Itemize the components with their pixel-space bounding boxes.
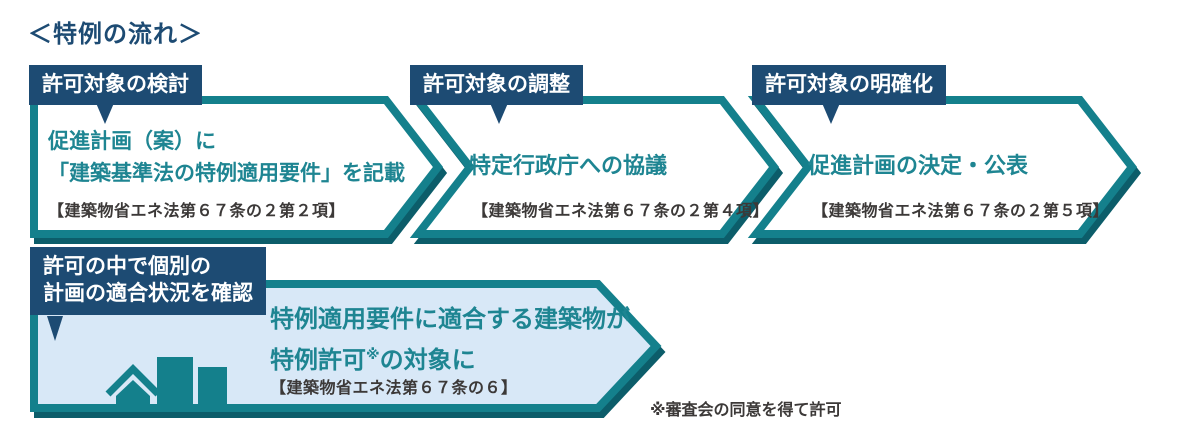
step1-arrow-shape (30, 96, 444, 238)
step1-label-tab: 許可対象の検討 (29, 65, 202, 106)
step1-tab-pointer (96, 103, 114, 124)
result-tab-line2: 計画の適合状況を確認 (43, 282, 253, 306)
step1-main-line1: 促進計画（案）に (48, 130, 216, 153)
result-label-tab: 許可の中で個別の 計画の適合状況を確認 (30, 247, 266, 315)
step2-label-tab: 許可対象の調整 (410, 65, 583, 106)
short-building-icon (198, 367, 227, 408)
house-and-buildings-icon (105, 357, 227, 408)
step1-main-text: 促進計画（案）に 「建築基準法の特例適用要件」を記載 (48, 126, 405, 190)
result-main-line2-post: の対象に (379, 347, 476, 374)
step2-main-text: 特定行政庁への協議 (469, 153, 668, 178)
step3-tab-pointer (822, 103, 840, 124)
step3-law-reference: 【建築物省エネ法第６７条の２第５項】 (812, 203, 1110, 220)
result-main-line2: 特例許可※の対象に (270, 337, 630, 378)
result-main-text: 特例適用要件に適合する建築物が 特例許可※の対象に (270, 303, 630, 378)
result-tab-line1: 許可の中で個別の (43, 255, 211, 278)
step3-main-text: 促進計画の決定・公表 (808, 153, 1029, 178)
result-main-line2-pre: 特例許可 (270, 347, 366, 374)
step1-main-line2: 「建築基準法の特例適用要件」を記載 (48, 162, 405, 185)
step3-label-tab: 許可対象の明確化 (752, 65, 946, 106)
step3-arrow-shape (747, 96, 1138, 238)
tall-building-icon (157, 357, 193, 408)
house-roof-icon (105, 364, 161, 397)
step1-law-reference: 【建築物省エネ法第６７条の２第２項】 (48, 203, 346, 220)
footnote-text: ※審査会の同意を得て許可 (650, 402, 842, 419)
result-law-reference: 【建築物省エネ法第６７条の６】 (270, 380, 518, 397)
result-tab-pointer (47, 316, 63, 341)
step2-arrow-shape (409, 96, 780, 238)
result-main-line1: 特例適用要件に適合する建築物が (270, 306, 630, 333)
page-title: ＜特例の流れ＞ (28, 21, 203, 48)
step2-law-reference: 【建築物省エネ法第６７条の２第４項】 (472, 203, 770, 220)
step2-tab-pointer (490, 103, 508, 124)
house-icon (116, 380, 150, 408)
asterisk-reference-mark: ※ (366, 346, 380, 362)
